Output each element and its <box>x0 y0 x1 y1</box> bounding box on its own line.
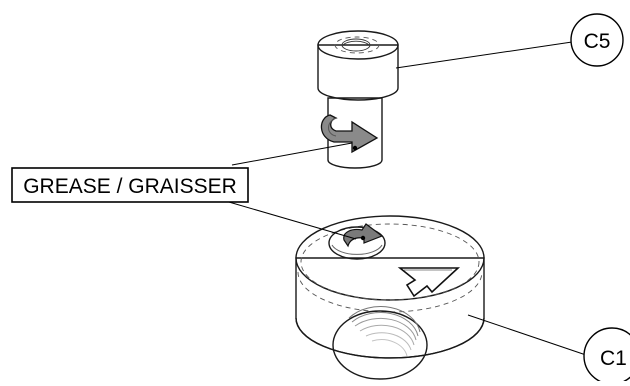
leader-line-grease-sleeve <box>231 142 353 166</box>
callout-c1: C1 <box>583 327 630 385</box>
sleeve-top-face <box>317 30 399 60</box>
collar-bottom-chamfer <box>297 271 483 313</box>
c5-balloon <box>570 13 624 67</box>
triangle-arrow-icon <box>397 267 461 298</box>
collar-top-chamfer <box>300 223 480 301</box>
grease-label-box <box>11 167 249 203</box>
collar-bottom-edge <box>295 317 485 359</box>
sleeve-bore <box>341 38 371 52</box>
collar-threaded-hole <box>332 306 428 380</box>
rotate-arrow-icon <box>343 223 384 248</box>
collar-side <box>295 257 485 359</box>
leader-line-c5 <box>395 41 573 69</box>
collar-bore <box>328 226 386 260</box>
sleeve-part-c5 <box>317 30 399 169</box>
sleeve-lower-body <box>327 97 383 169</box>
sleeve-bore-inner-edge <box>342 40 370 46</box>
c5-label: C5 <box>584 30 611 53</box>
rotate-arrow-icon <box>320 114 379 154</box>
sleeve-chamfer-line <box>334 36 380 54</box>
callout-c5: C5 <box>570 13 624 67</box>
leader-line-grease-collar <box>221 199 357 240</box>
collar-part-c1 <box>295 215 485 380</box>
c1-label: C1 <box>600 347 627 370</box>
collar-bore-inner <box>331 244 383 255</box>
sleeve-head <box>317 44 399 101</box>
grease-label: GREASE / GRAISSER <box>23 175 237 198</box>
callout-grease: GREASE / GRAISSER <box>11 167 249 203</box>
leader-line-c1 <box>467 314 587 356</box>
